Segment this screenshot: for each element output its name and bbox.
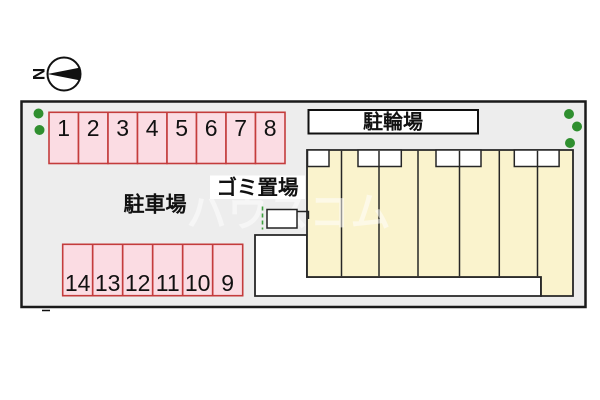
building-entry-box bbox=[306, 149, 330, 168]
north-arrow-icon bbox=[47, 67, 81, 81]
building-entry-box bbox=[513, 149, 560, 168]
bicycle-parking-box bbox=[307, 109, 479, 135]
parking-space-box bbox=[225, 111, 257, 165]
car-parking-label: 駐車場 bbox=[124, 193, 187, 217]
garbage-station-box bbox=[266, 208, 298, 229]
parking-space-number: 9 bbox=[221, 270, 234, 296]
bicycle-parking-label: 駐輪場 bbox=[363, 110, 423, 134]
parking-space-box bbox=[136, 111, 168, 165]
door-mark bbox=[297, 210, 310, 219]
parking-space-number: 4 bbox=[146, 115, 159, 141]
parking-space-box bbox=[77, 111, 109, 165]
parking-space-number: 10 bbox=[185, 270, 211, 296]
unit-dividers bbox=[340, 150, 539, 277]
compass: N bbox=[30, 56, 82, 92]
garbage-station bbox=[261, 206, 310, 230]
parking-row-bottom: 14 13 12 11 10 9 bbox=[61, 243, 244, 297]
parking-space-box bbox=[254, 111, 286, 165]
garbage-area: ゴミ置場 bbox=[210, 175, 305, 200]
parking-space-number: 5 bbox=[175, 115, 188, 141]
green-dot bbox=[34, 125, 45, 135]
parking-space-number: 2 bbox=[87, 115, 100, 141]
garbage-area-label: ゴミ置場 bbox=[217, 176, 299, 200]
parking-space-number: 1 bbox=[57, 115, 70, 141]
parking-space-box bbox=[195, 111, 227, 165]
green-dots bbox=[33, 108, 582, 148]
apartment-building bbox=[306, 149, 574, 297]
garbage-label-bg bbox=[210, 175, 305, 199]
green-dot bbox=[564, 109, 574, 119]
green-dot bbox=[33, 108, 44, 119]
parking-row-top: 1 2 3 4 5 6 7 8 bbox=[48, 111, 286, 165]
parking-space-box bbox=[107, 111, 139, 165]
parking-space-box bbox=[211, 243, 244, 297]
parking-space-number: 11 bbox=[156, 270, 180, 296]
bicycle-parking: 駐輪場 bbox=[307, 109, 479, 135]
parking-space-number: 6 bbox=[205, 115, 218, 141]
parking-space-number: 13 bbox=[95, 270, 121, 296]
parking-space-box bbox=[151, 243, 184, 297]
parking-space-number: 3 bbox=[116, 115, 129, 141]
parking-space-box bbox=[61, 243, 94, 297]
building-entry-box bbox=[435, 149, 482, 168]
north-label: N bbox=[30, 68, 49, 80]
green-dot bbox=[565, 138, 575, 148]
parking-space-number: 7 bbox=[234, 115, 247, 141]
parking-space-number: 8 bbox=[264, 115, 277, 141]
parking-space-box bbox=[48, 111, 80, 165]
green-dot bbox=[572, 121, 582, 132]
building-outline bbox=[306, 149, 574, 297]
parking-space-number: 12 bbox=[125, 270, 151, 296]
parking-space-number: 14 bbox=[65, 270, 91, 296]
